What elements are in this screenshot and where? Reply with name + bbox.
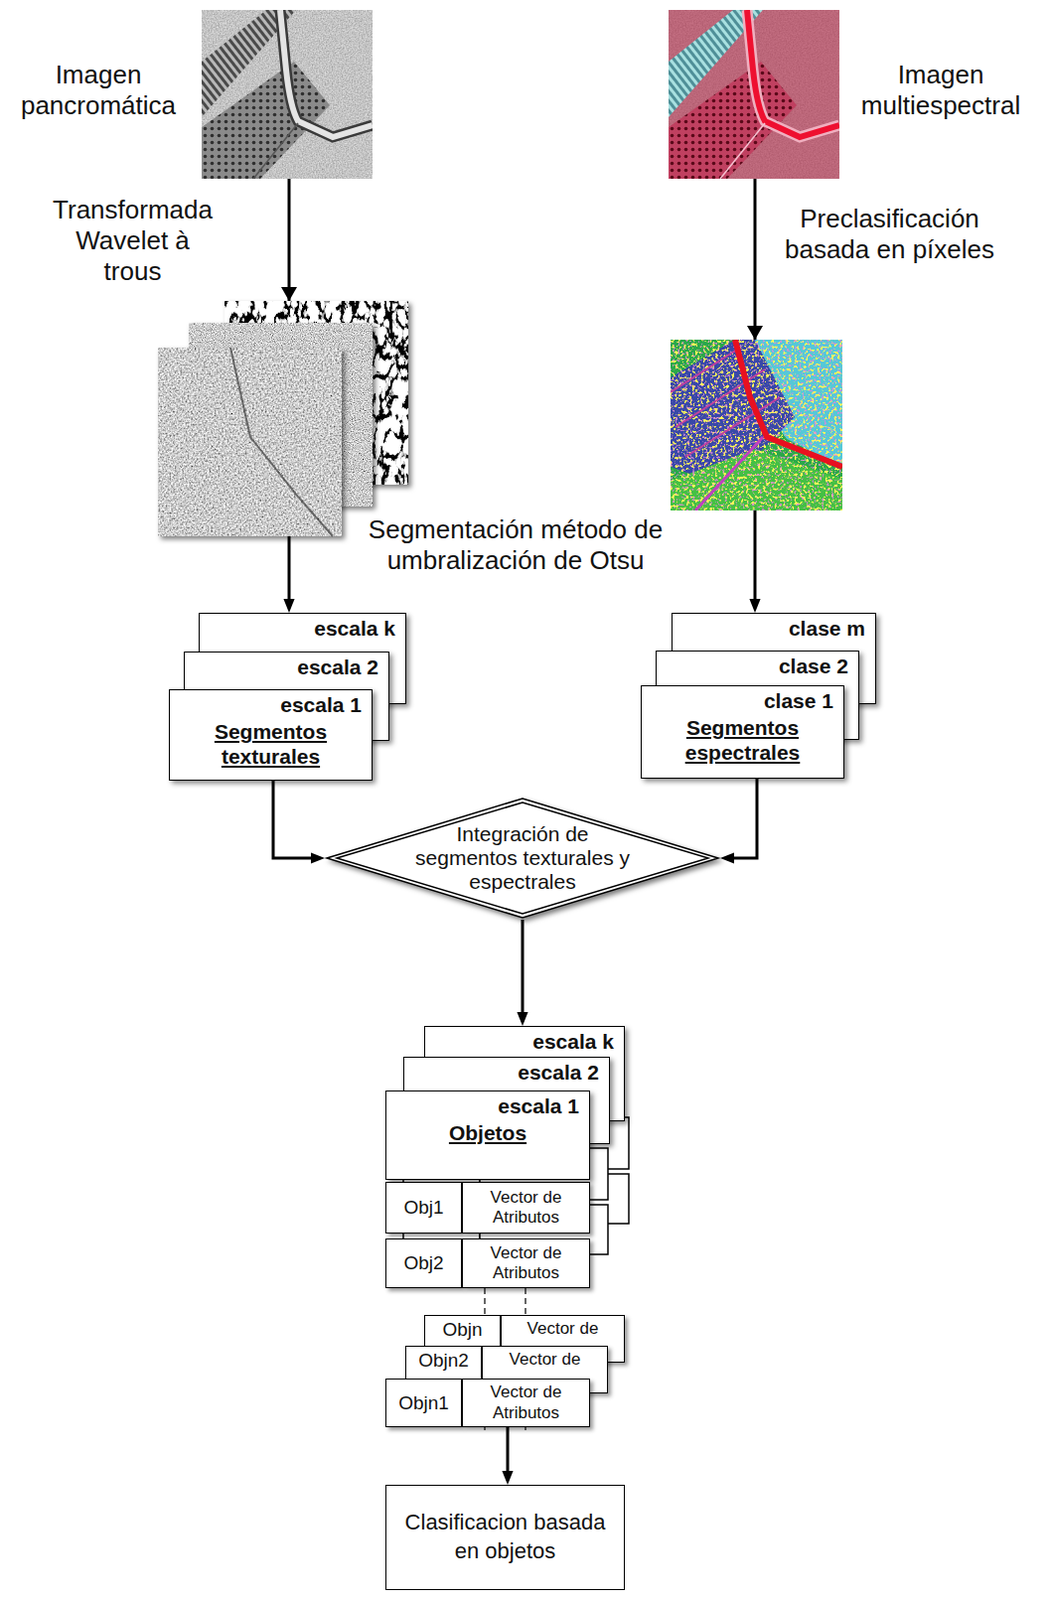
preclassified-image bbox=[670, 339, 843, 511]
stack-card: escala 1Objetos bbox=[385, 1090, 591, 1181]
cell-text: Vector de Atributos bbox=[466, 1243, 586, 1285]
card-text: Segmentos espectrales bbox=[675, 715, 810, 765]
cell-text: Objn2 bbox=[418, 1350, 469, 1372]
multispectral-photo bbox=[668, 9, 840, 179]
edge-label: Transformada Wavelet à trous bbox=[45, 194, 220, 289]
card-text: escala k bbox=[435, 1029, 614, 1054]
image-caption: Imagen multiespectral bbox=[851, 59, 1031, 122]
decision-diamond: Integración de segmentos texturales y es… bbox=[324, 796, 721, 920]
cell-text: Objn1 bbox=[398, 1392, 450, 1415]
card-text: Objetos bbox=[421, 1120, 556, 1146]
box-text: Clasificacion basada en objetos bbox=[401, 1508, 610, 1566]
stack-card: escala 1Segmentos texturales bbox=[168, 689, 373, 781]
table-cell: Vector de Atributos bbox=[461, 1182, 591, 1234]
cell-text: Obj2 bbox=[403, 1252, 444, 1275]
flow-arrow bbox=[728, 778, 757, 859]
arrow-head bbox=[747, 325, 763, 340]
edge-label: Preclasificación basada en píxeles bbox=[772, 203, 1007, 266]
card-text: escala 2 bbox=[194, 654, 379, 680]
image-panel: Imagen pancromática bbox=[201, 9, 373, 179]
table-cell: Obj1 bbox=[385, 1182, 462, 1234]
table-cell: Objn1 bbox=[385, 1378, 462, 1428]
table-cell: Obj2 bbox=[385, 1238, 462, 1289]
card-text: escala k bbox=[209, 615, 396, 641]
image-panel: Imagen multiespectral bbox=[668, 9, 840, 179]
card-text: escala 2 bbox=[414, 1059, 600, 1085]
table-cell: Vector de Atributos bbox=[461, 1378, 591, 1428]
cell-text: Vector de Atributos bbox=[466, 1382, 586, 1424]
cell-text: Vector de Atributos bbox=[466, 1188, 586, 1229]
process-box: Clasificacion basada en objetos bbox=[385, 1485, 625, 1591]
image-caption: Imagen pancromática bbox=[8, 59, 188, 122]
card-text: clase 2 bbox=[666, 653, 849, 679]
flow-arrow bbox=[506, 1427, 510, 1478]
card-text: clase m bbox=[682, 615, 866, 641]
flow-arrow bbox=[521, 919, 525, 1019]
cell-text: Vector de bbox=[527, 1319, 600, 1340]
card-text: escala 1 bbox=[396, 1093, 580, 1119]
cell-text: Vector de bbox=[509, 1350, 582, 1370]
cell-text: Obj1 bbox=[403, 1197, 444, 1219]
flow-arrow bbox=[273, 780, 317, 859]
card-text: escala 1 bbox=[179, 692, 362, 718]
step-label: Segmentación método de umbralización de … bbox=[361, 514, 670, 577]
card-text: clase 1 bbox=[651, 688, 834, 714]
cell-text: Objn bbox=[442, 1319, 482, 1342]
diamond-text: Integración de segmentos texturales y es… bbox=[403, 822, 642, 895]
wavelet-planes bbox=[157, 287, 409, 537]
card-text: Segmentos texturales bbox=[203, 719, 338, 769]
panchromatic-photo bbox=[201, 9, 373, 179]
table-cell: Vector de Atributos bbox=[461, 1238, 591, 1289]
stack-card: clase 1Segmentos espectrales bbox=[640, 685, 845, 779]
